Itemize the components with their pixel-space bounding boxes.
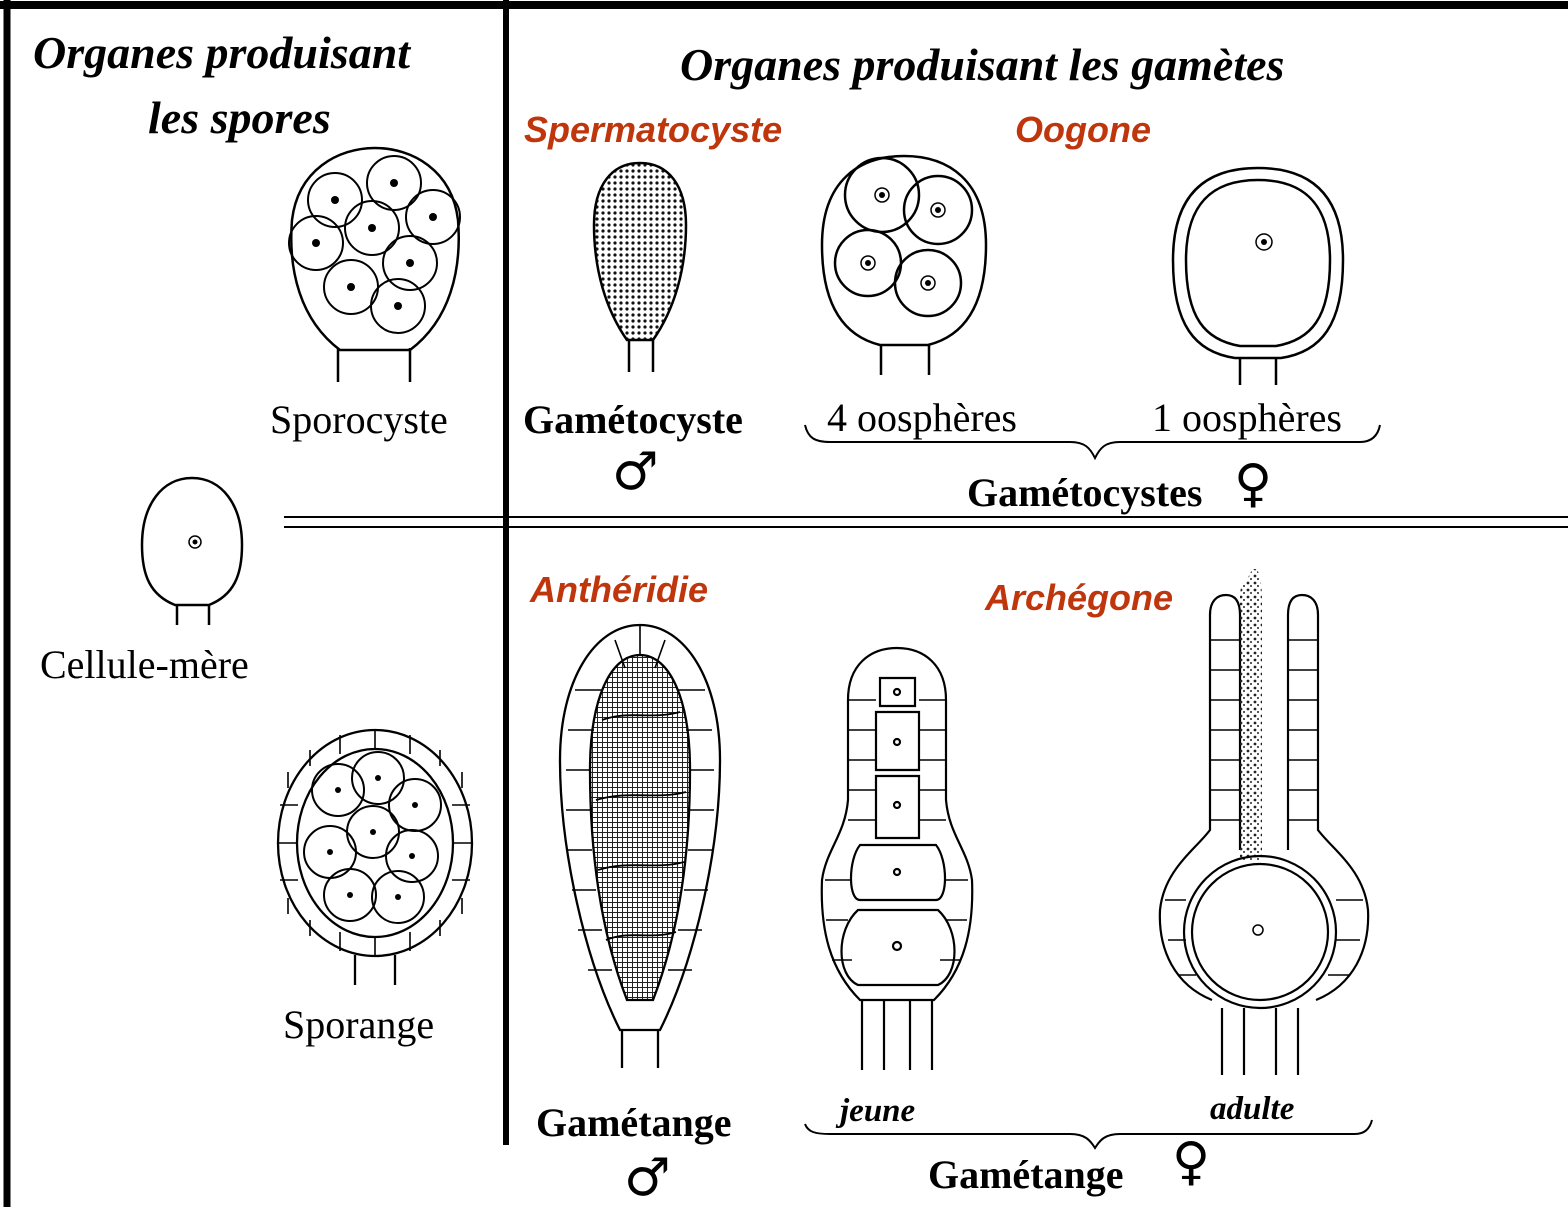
label-archegone: Archégone bbox=[985, 580, 1173, 616]
label-gametocyste-male: Gamétocyste bbox=[523, 400, 743, 440]
label-antheridie: Anthéridie bbox=[530, 572, 708, 608]
sporocyst-illustration bbox=[289, 148, 460, 382]
label-sporange: Sporange bbox=[283, 1005, 434, 1045]
header-spores-line2: les spores bbox=[148, 95, 331, 141]
oogonium-4-illustration bbox=[822, 156, 986, 375]
label-gametange-female: Gamétange bbox=[928, 1155, 1124, 1195]
archegonium-young-illustration bbox=[822, 648, 972, 1070]
label-cellule-mere: Cellule-mère bbox=[40, 645, 249, 685]
male-symbol-top: ♂ bbox=[612, 446, 659, 498]
label-4-oospheres: 4 oosphères bbox=[827, 398, 1017, 438]
label-1-oospheres: 1 oosphères bbox=[1152, 398, 1342, 438]
female-symbol-bottom: ♀ bbox=[1172, 1136, 1210, 1188]
mother-cell-illustration bbox=[142, 478, 242, 625]
label-spermatocyste: Spermatocyste bbox=[524, 112, 782, 148]
label-jeune: jeune bbox=[840, 1095, 915, 1128]
label-gametocystes-female: Gamétocystes bbox=[967, 473, 1202, 513]
archegonium-adult-illustration bbox=[1160, 569, 1368, 1075]
female-symbol-top: ♀ bbox=[1234, 458, 1272, 510]
label-gametange-male: Gamétange bbox=[536, 1103, 732, 1143]
label-adulte: adulte bbox=[1210, 1093, 1294, 1126]
header-spores-line1: Organes produisant bbox=[33, 30, 410, 76]
oogonium-1-illustration bbox=[1173, 168, 1343, 385]
antheridium-illustration bbox=[560, 625, 720, 1068]
label-oogone: Oogone bbox=[1015, 112, 1151, 148]
spermatocyst-illustration bbox=[594, 163, 686, 372]
male-symbol-bottom: ♂ bbox=[624, 1152, 671, 1204]
header-gametes: Organes produisant les gamètes bbox=[680, 42, 1284, 88]
label-sporocyste: Sporocyste bbox=[270, 400, 448, 440]
sporangium-illustration bbox=[278, 730, 472, 985]
